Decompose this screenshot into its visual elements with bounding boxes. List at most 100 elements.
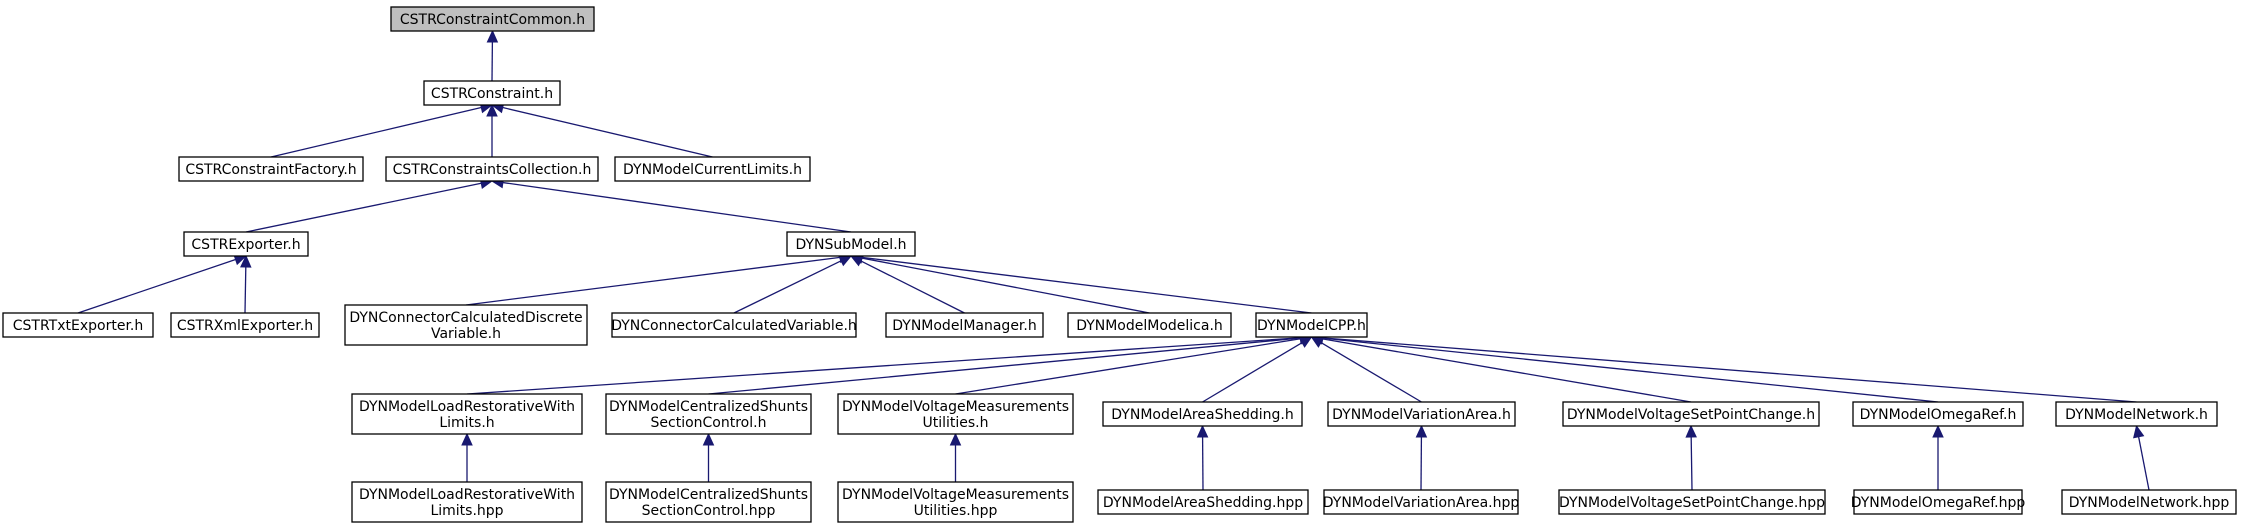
node-box — [837, 393, 1074, 435]
node-label: DYNModelCPP.h — [1257, 318, 1366, 334]
node-dynmodelareashedding-h[interactable]: DYNModelAreaShedding.h — [1102, 401, 1303, 427]
node-dynmodelomegaref-hpp[interactable]: DYNModelOmegaRef.hpp — [1851, 489, 2026, 515]
edge-dynmodelcurrentlimits-h-to-cstrconstraint-h — [490, 102, 713, 158]
edge-dynmodelloadrestorativewith-limits-hpp-to-dynmodelloadrestorativewith-limits-h — [461, 432, 473, 482]
node-label: DYNModelCurrentLimits.h — [623, 162, 802, 178]
edges-layer — [77, 29, 2150, 491]
edge-dynmodelomegaref-h-to-dynmodelcpp-h — [1310, 332, 1939, 403]
node-label: DYNModelNetwork.h — [2065, 407, 2208, 423]
node-dynmodelcentralizedshunts-sectioncontrol-hpp[interactable]: DYNModelCentralizedShuntsSectionControl.… — [605, 481, 812, 523]
edge-dynmodelcentralizedshunts-sectioncontrol-hpp-to-dynmodelcentralizedshunts-sectioncontrol-h — [702, 432, 715, 482]
node-cstrconstraintscollection-h[interactable]: CSTRConstraintsCollection.h — [385, 156, 599, 182]
node-label: Limits.h — [439, 415, 494, 431]
node-label: CSTRExporter.h — [191, 237, 300, 253]
arrowhead-icon — [949, 432, 962, 446]
edge-dynmodelareashedding-hpp-to-dynmodelareashedding-h — [1196, 424, 1209, 491]
node-dynmodelcentralizedshunts-sectioncontrol-h[interactable]: DYNModelCentralizedShuntsSectionControl.… — [605, 393, 812, 435]
edge-cstrconstraint-h-to-cstrconstraintcommon-h — [486, 29, 499, 82]
edge-dynmodelvoltagemeasurements-utilities-h-to-dynmodelcpp-h — [955, 333, 1313, 395]
arrowhead-icon — [1415, 424, 1428, 438]
node-box — [605, 393, 812, 435]
node-box — [1067, 312, 1232, 338]
node-label: SectionControl.hpp — [642, 503, 776, 519]
node-label: CSTRConstraint.h — [431, 86, 553, 102]
node-box — [2061, 489, 2237, 515]
node-dynmodelnetwork-hpp[interactable]: DYNModelNetwork.hpp — [2061, 489, 2237, 515]
node-label: DYNModelLoadRestorativeWith — [359, 399, 575, 415]
node-box — [170, 312, 320, 338]
arrowhead-icon — [461, 432, 473, 446]
node-cstrtxtexporter-h[interactable]: CSTRTxtExporter.h — [2, 312, 154, 338]
edge-dynmodelcpp-h-to-dynsubmodel-h — [849, 251, 1312, 314]
node-dynmodelcpp-h[interactable]: DYNModelCPP.h — [1255, 312, 1368, 338]
node-box — [1097, 489, 1309, 515]
edge-dynsubmodel-h-to-cstrconstraintscollection-h — [490, 176, 852, 233]
node-label: SectionControl.h — [651, 415, 767, 431]
node-cstrconstraint-h[interactable]: CSTRConstraint.h — [423, 80, 561, 106]
node-label: Utilities.h — [922, 415, 988, 431]
arrowhead-icon — [1196, 424, 1209, 438]
node-box — [611, 312, 857, 338]
edge-dynmodelnetwork-h-to-dynmodelcpp-h — [1310, 332, 2137, 403]
node-box — [385, 156, 599, 182]
node-label: CSTRTxtExporter.h — [13, 318, 143, 334]
node-dynmodelareashedding-hpp[interactable]: DYNModelAreaShedding.hpp — [1097, 489, 1309, 515]
node-cstrexporter-h[interactable]: CSTRExporter.h — [183, 231, 309, 257]
node-label: DYNConnectorCalculatedVariable.h — [611, 318, 857, 334]
node-label: DYNModelCentralizedShunts — [609, 487, 808, 503]
node-label: DYNModelVoltageMeasurements — [842, 487, 1069, 503]
node-box — [1323, 489, 1519, 515]
node-dynmodelmodelica-h[interactable]: DYNModelModelica.h — [1067, 312, 1232, 338]
node-box — [1558, 489, 1826, 515]
arrowhead-icon — [2133, 424, 2145, 439]
edge-cstrtxtexporter-h-to-cstrexporter-h — [77, 254, 248, 314]
node-box — [1562, 401, 1820, 427]
node-label: DYNModelNetwork.hpp — [2069, 495, 2230, 511]
arrowhead-icon — [702, 432, 715, 446]
node-box — [344, 304, 588, 346]
node-dynconnectorcalculatedvariable-h[interactable]: DYNConnectorCalculatedVariable.h — [611, 312, 857, 338]
edge-dynmodelomegaref-hpp-to-dynmodelomegaref-h — [1932, 424, 1944, 490]
edge-cstrconstraintscollection-h-to-cstrconstraint-h — [486, 103, 498, 157]
node-box — [605, 481, 812, 523]
node-cstrconstraintfactory-h[interactable]: CSTRConstraintFactory.h — [178, 156, 364, 182]
node-label: DYNModelVoltageMeasurements — [842, 399, 1069, 415]
node-box — [183, 231, 309, 257]
node-label: Utilities.hpp — [914, 503, 998, 519]
node-dynmodelomegaref-h[interactable]: DYNModelOmegaRef.h — [1852, 401, 2024, 427]
node-dynmodelvoltagesetpointchange-hpp[interactable]: DYNModelVoltageSetPointChange.hpp — [1558, 489, 1826, 515]
node-box — [885, 312, 1044, 338]
node-label: DYNModelManager.h — [892, 318, 1036, 334]
node-dynmodelvariationarea-h[interactable]: DYNModelVariationArea.h — [1327, 401, 1516, 427]
node-dynmodelnetwork-h[interactable]: DYNModelNetwork.h — [2055, 401, 2218, 427]
node-label: DYNModelVariationArea.h — [1332, 407, 1511, 423]
node-cstrconstraintcommon-h: CSTRConstraintCommon.h — [390, 6, 595, 32]
node-label: DYNModelOmegaRef.h — [1860, 407, 2017, 423]
node-box — [390, 6, 595, 32]
node-label: CSTRXmlExporter.h — [177, 318, 313, 334]
node-box — [2, 312, 154, 338]
edge-dynmodelvoltagemeasurements-utilities-hpp-to-dynmodelvoltagemeasurements-utilities-h — [949, 432, 962, 482]
node-dynmodelvoltagesetpointchange-h[interactable]: DYNModelVoltageSetPointChange.h — [1562, 401, 1820, 427]
node-cstrxmlexporter-h[interactable]: CSTRXmlExporter.h — [170, 312, 320, 338]
node-dynmodelvariationarea-hpp[interactable]: DYNModelVariationArea.hpp — [1323, 489, 1520, 515]
node-dynmodelcurrentlimits-h[interactable]: DYNModelCurrentLimits.h — [614, 156, 811, 182]
node-box — [1852, 401, 2024, 427]
arrowhead-icon — [1932, 424, 1944, 438]
node-dynsubmodel-h[interactable]: DYNSubModel.h — [786, 231, 916, 257]
node-dynmodelmanager-h[interactable]: DYNModelManager.h — [885, 312, 1044, 338]
nodes-layer: CSTRConstraintCommon.hCSTRConstraint.hCS… — [2, 6, 2237, 523]
edge-dynmodelvoltagesetpointchange-h-to-dynmodelcpp-h — [1310, 333, 1692, 403]
node-box — [2055, 401, 2218, 427]
arrowhead-icon — [1685, 424, 1697, 438]
node-box — [1255, 312, 1368, 338]
node-label: CSTRConstraintCommon.h — [400, 12, 585, 28]
node-label: CSTRConstraintFactory.h — [185, 162, 356, 178]
node-label: DYNModelModelica.h — [1076, 318, 1223, 334]
